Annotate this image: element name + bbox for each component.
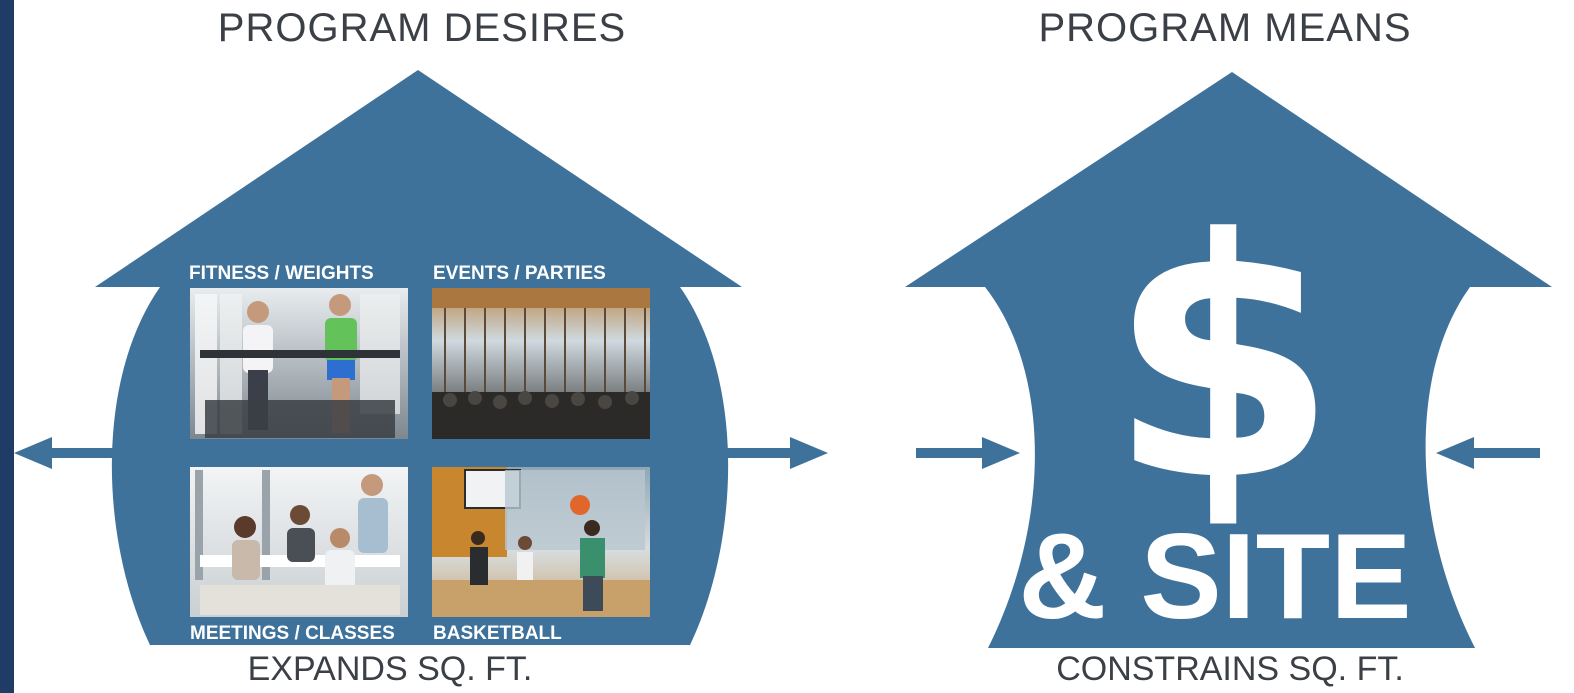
- expands-caption: EXPANDS SQ. FT.: [247, 650, 533, 688]
- basketball-photo: [432, 467, 650, 617]
- left-edge-bar: [0, 0, 14, 693]
- program-desires-title: PROGRAM DESIRES: [217, 6, 627, 50]
- right-outward-arrow: [724, 437, 828, 469]
- constraining-house-shape: [905, 72, 1552, 648]
- fitness-label: FITNESS / WEIGHTS: [189, 263, 374, 284]
- site-text: & SITE: [1018, 508, 1411, 644]
- right-inward-arrow: [1436, 437, 1540, 469]
- events-label: EVENTS / PARTIES: [433, 263, 606, 284]
- events-photo: [432, 288, 650, 439]
- left-inward-arrow: [916, 437, 1020, 469]
- constrains-caption: CONSTRAINS SQ. FT.: [1056, 650, 1404, 688]
- dollar-sign-icon: $: [1108, 169, 1338, 553]
- meetings-label: MEETINGS / CLASSES: [190, 623, 395, 644]
- basketball-label: BASKETBALL: [433, 623, 562, 644]
- program-means-title: PROGRAM MEANS: [1038, 6, 1412, 50]
- fitness-photo: [190, 288, 408, 439]
- left-outward-arrow: [14, 437, 116, 469]
- meetings-photo: [190, 467, 408, 617]
